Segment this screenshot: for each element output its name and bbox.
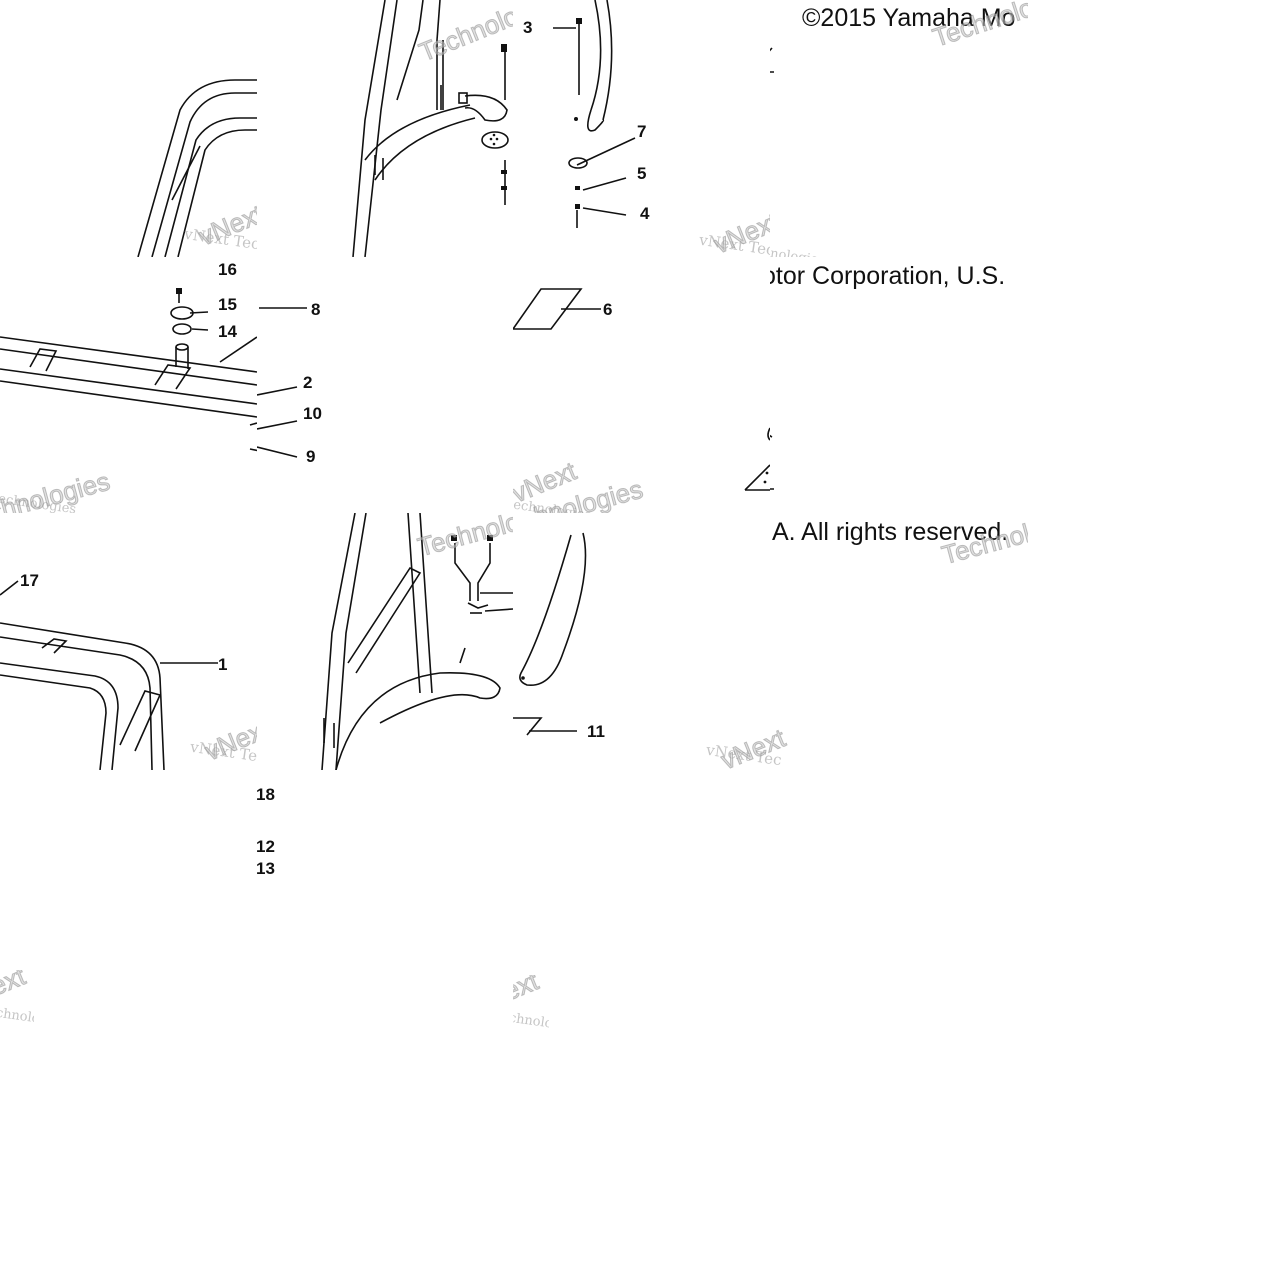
diagram-tile-bar: 11 [513, 513, 770, 770]
callout-3: 3 [523, 18, 533, 37]
callout-4: 4 [640, 204, 650, 223]
copyright-line-2: otor Corporation, U.S. [770, 262, 1006, 290]
callout-11: 11 [587, 722, 605, 741]
diagram-tile-copyright-top: ©2015 Yamaha Mo Technologies nologies [770, 0, 1028, 257]
rail-drawing [0, 288, 257, 452]
warning-triangle-fragment [770, 434, 774, 490]
diagram-tile-frame-top: vNext Tec vNext [0, 0, 257, 257]
copyright-line-1: ©2015 Yamaha Mo [802, 4, 1016, 32]
callout-2: 2 [303, 373, 313, 392]
diagram-tile-panel: 6 vNext Technologies echnologies [513, 257, 770, 513]
pillar-drawing [352, 0, 509, 257]
watermark-text: echnologies [513, 1009, 549, 1035]
pillar-drawing [321, 513, 513, 770]
diagram-tile-rail: 16 15 14 Technologies echnologies [0, 257, 257, 513]
callout-7: 7 [637, 122, 647, 141]
bar-drawing [513, 532, 587, 736]
bracket-drawing [553, 0, 636, 228]
callout-10: 10 [303, 404, 322, 423]
diagram-tile-copyright-mid: otor Corporation, U.S. [770, 257, 1028, 513]
diagram-tile-pillar-bottom: Technologies [320, 513, 513, 770]
panel-drawing [513, 288, 601, 330]
diagram-tile-roof: 17 1 vNext Tec vNext [0, 513, 257, 770]
callout-9: 9 [306, 447, 316, 466]
callout-15: 15 [218, 295, 237, 314]
callout-14: 14 [218, 322, 237, 341]
callout-12: 12 [256, 837, 275, 856]
leader-lines-rail [257, 307, 307, 458]
callout-18: 18 [256, 785, 275, 804]
diagram-tile-bracket-top: 3 7 5 4 vNext Tec vNext [513, 0, 770, 257]
watermark-logo: vNext [0, 970, 30, 1014]
warning-triangle-fragment [744, 427, 770, 491]
callout-5: 5 [637, 164, 647, 183]
callout-1: 1 [218, 655, 228, 674]
watermark-logo: vNext [513, 975, 543, 1019]
watermark-fragment: vNext echnologies [0, 970, 34, 1030]
warning-triangle-fragment [770, 47, 774, 73]
callout-6: 6 [603, 300, 613, 319]
callout-16: 16 [218, 260, 237, 279]
watermark-text: echnologies [0, 1004, 34, 1030]
callout-13: 13 [256, 859, 275, 878]
copyright-line-3: A. All rights reserved. [772, 518, 1009, 546]
callout-8: 8 [311, 300, 321, 319]
diagram-tile-copyright-bottom: A. All rights reserved. Technologies [770, 513, 1028, 770]
diagram-tile-pillar-top: Technologies [345, 0, 513, 257]
frame-drawing [137, 79, 257, 257]
roof-drawing [0, 580, 218, 770]
callout-17: 17 [20, 571, 39, 590]
watermark-fragment: vNext echnologies [513, 975, 549, 1035]
